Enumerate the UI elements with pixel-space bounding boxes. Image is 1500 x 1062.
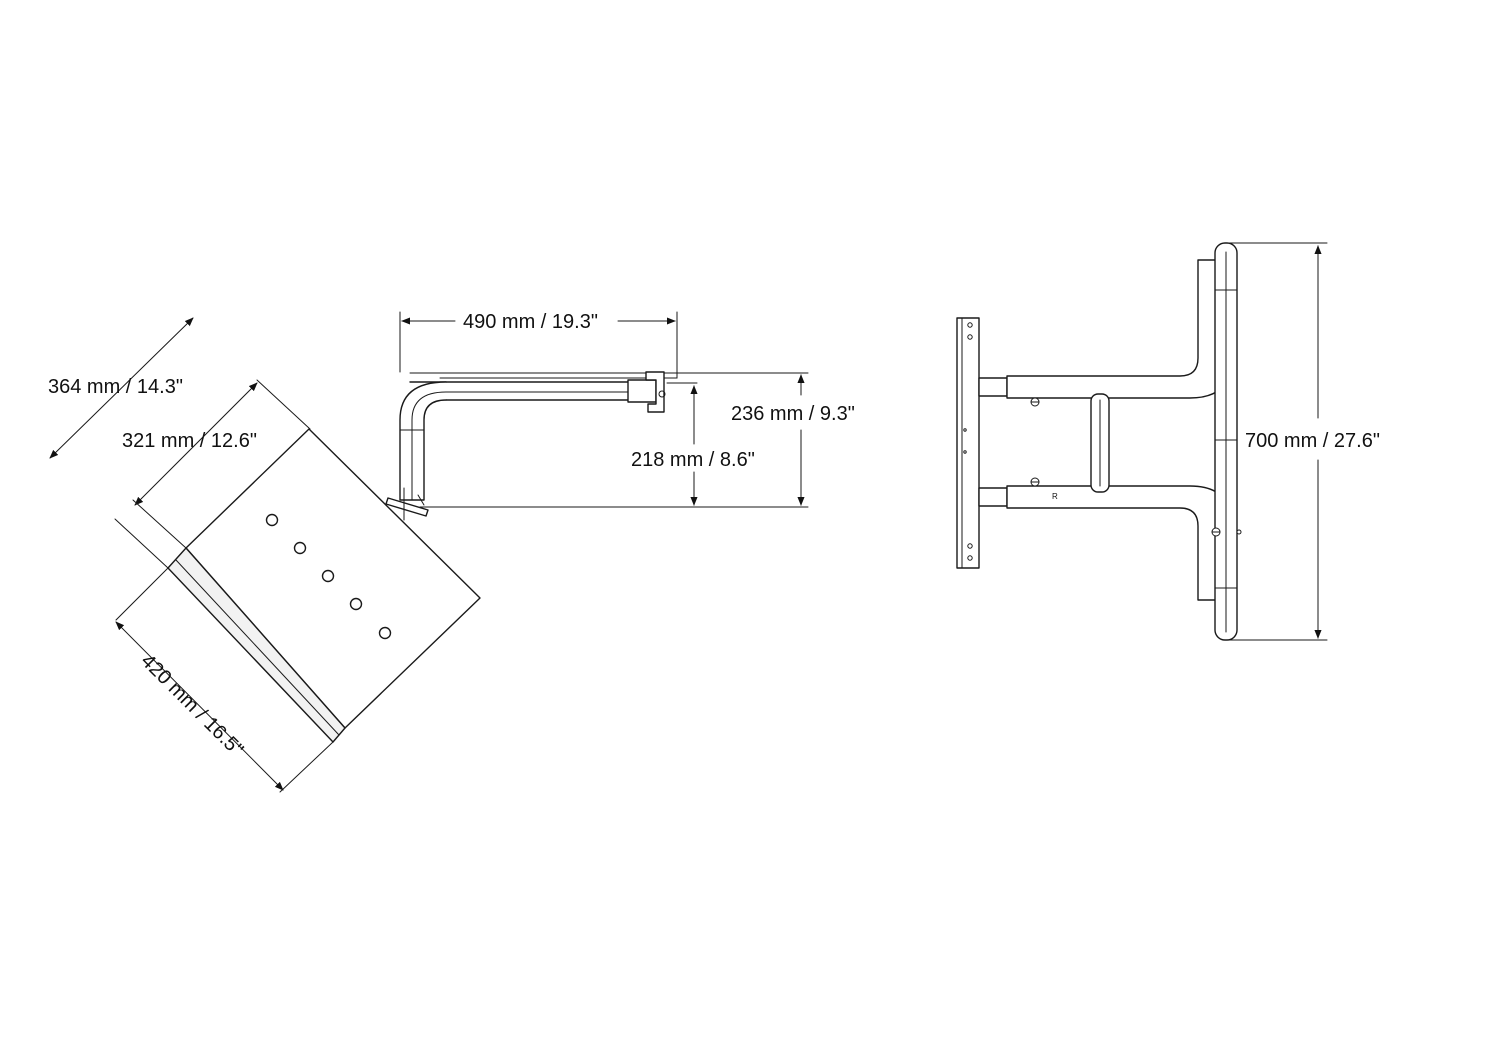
dim-218: 218 mm / 8.6": [631, 382, 755, 506]
dim-700-label: 700 mm / 27.6": [1245, 430, 1380, 452]
dim-700: 700 mm / 27.6": [1227, 242, 1380, 641]
dim-420-label: 420 mm / 16.5": [136, 650, 247, 761]
middle-view-arm: 490 mm / 19.3" 236 mm / 9.3" 218 mm / 8.…: [385, 311, 855, 521]
wall-plate: [956, 317, 980, 569]
dim-218-label: 218 mm / 8.6": [631, 449, 755, 471]
dim-321: 321 mm / 12.6": [122, 382, 258, 549]
dim-236: 236 mm / 9.3": [676, 372, 855, 506]
r-mark: R: [1052, 492, 1058, 501]
panel-holes: [265, 513, 392, 640]
dim-236-label: 236 mm / 9.3": [731, 403, 855, 425]
dim-364-label: 364 mm / 14.3": [48, 376, 183, 398]
dim-490: 490 mm / 19.3": [399, 311, 678, 379]
dim-321-label: 321 mm / 12.6": [122, 430, 257, 452]
dim-490-label: 490 mm / 19.3": [463, 311, 598, 333]
right-view-bracket: R 700 mm / 27.6": [956, 242, 1380, 641]
